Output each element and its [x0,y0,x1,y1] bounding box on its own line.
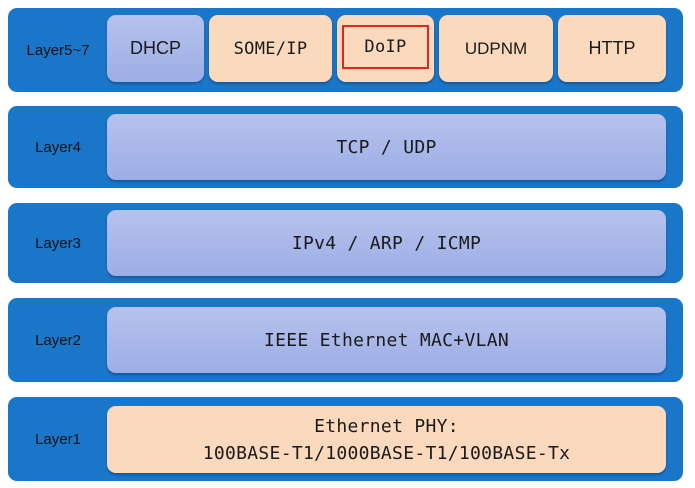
protocol-label: DHCP [129,38,181,58]
protocol-ipv4-arp-icmp: IPv4 / ARP / ICMP [107,210,666,276]
protocol-label: TCP / UDP [336,136,437,158]
protocol-label-line2: 100BASE-T1/1000BASE-T1/100BASE-Tx [202,442,571,464]
protocol-some-ip: SOME/IP [209,15,332,82]
protocol-label: UDPNM [464,38,528,58]
protocol-label-line1: Ethernet PHY: [314,415,459,437]
layer-band-5-7: Layer5~7 DHCP SOME/IP DoIP UDPNM HTTP [8,8,683,92]
protocol-http: HTTP [558,15,666,82]
protocol-ethernet-mac-vlan: IEEE Ethernet MAC+VLAN [107,307,666,373]
layer-band-1: Layer1 Ethernet PHY: 100BASE-T1/1000BASE… [8,397,683,481]
protocol-label: SOME/IP [233,38,308,59]
layer-label: Layer2 [35,331,81,349]
layer-band-2: Layer2 IEEE Ethernet MAC+VLAN [8,298,683,382]
protocol-label: IEEE Ethernet MAC+VLAN [263,329,509,351]
protocol-label: HTTP [588,38,636,58]
protocol-dhcp: DHCP [107,15,204,82]
layer-label: Layer5~7 [26,41,90,59]
layer-band-3: Layer3 IPv4 / ARP / ICMP [8,203,683,283]
protocol-ethernet-phy: Ethernet PHY: 100BASE-T1/1000BASE-T1/100… [107,406,666,473]
protocol-doip: DoIP [337,15,434,82]
protocol-label: IPv4 / ARP / ICMP [291,232,482,254]
doip-highlight-box: DoIP [342,25,429,69]
layer-label: Layer4 [35,138,81,156]
layer-band-4: Layer4 TCP / UDP [8,106,683,188]
protocol-tcp-udp: TCP / UDP [107,114,666,180]
layer-label: Layer3 [35,234,81,252]
protocol-label: DoIP [364,37,407,57]
layer-label: Layer1 [35,430,81,448]
protocol-udpnm: UDPNM [439,15,553,82]
